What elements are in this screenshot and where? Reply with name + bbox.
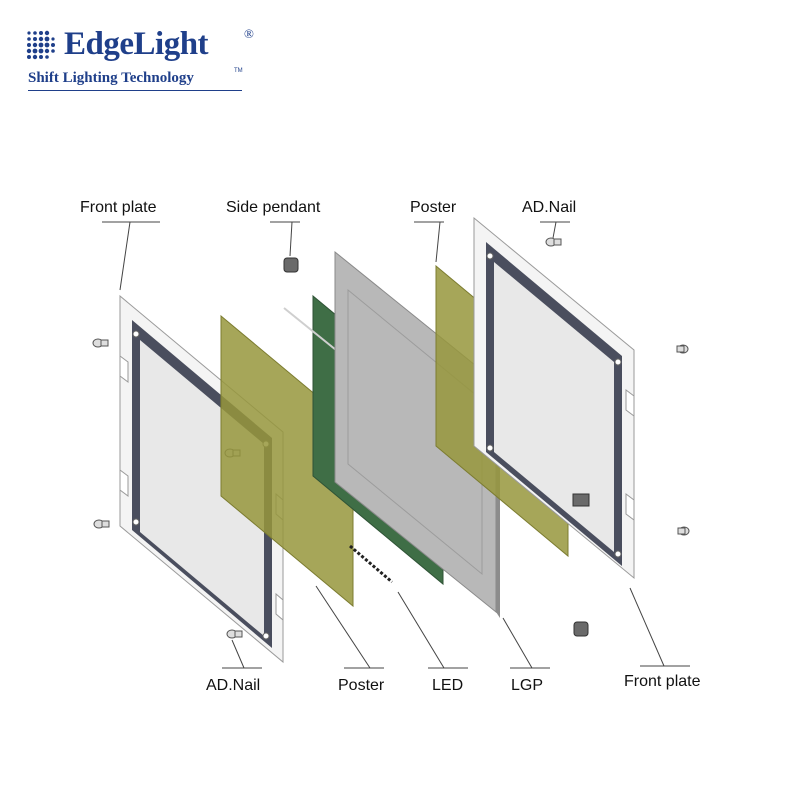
front-plate-right bbox=[473, 216, 635, 580]
label-poster-top: Poster bbox=[410, 199, 457, 216]
label-led: LED bbox=[432, 677, 463, 694]
label-front-plate-right: Front plate bbox=[624, 673, 701, 690]
label-ad-nail-bottom: AD.Nail bbox=[206, 677, 260, 694]
front-plate-left bbox=[119, 294, 284, 664]
label-ad-nail-top: AD.Nail bbox=[522, 199, 576, 216]
leader-lines bbox=[102, 221, 690, 669]
ad-nail-icon bbox=[545, 237, 690, 536]
label-front-plate-left: Front plate bbox=[80, 199, 157, 216]
brand-tagline: Shift Lighting Technology bbox=[28, 70, 194, 86]
label-poster-bottom: Poster bbox=[338, 677, 385, 694]
registered-mark: ® bbox=[244, 26, 254, 41]
poster-left bbox=[220, 314, 354, 608]
trademark-mark: TM bbox=[234, 68, 243, 74]
brand-name: EdgeLight bbox=[64, 26, 209, 62]
label-lgp: LGP bbox=[511, 677, 543, 694]
dot-grid-icon bbox=[26, 30, 55, 60]
side-pendant-icon bbox=[283, 257, 589, 637]
logo-underline bbox=[28, 90, 242, 91]
brand-logo: EdgeLight ® Shift Lighting Technology TM bbox=[26, 26, 266, 96]
label-side-pendant: Side pendant bbox=[226, 199, 321, 216]
led-strip bbox=[349, 544, 393, 584]
